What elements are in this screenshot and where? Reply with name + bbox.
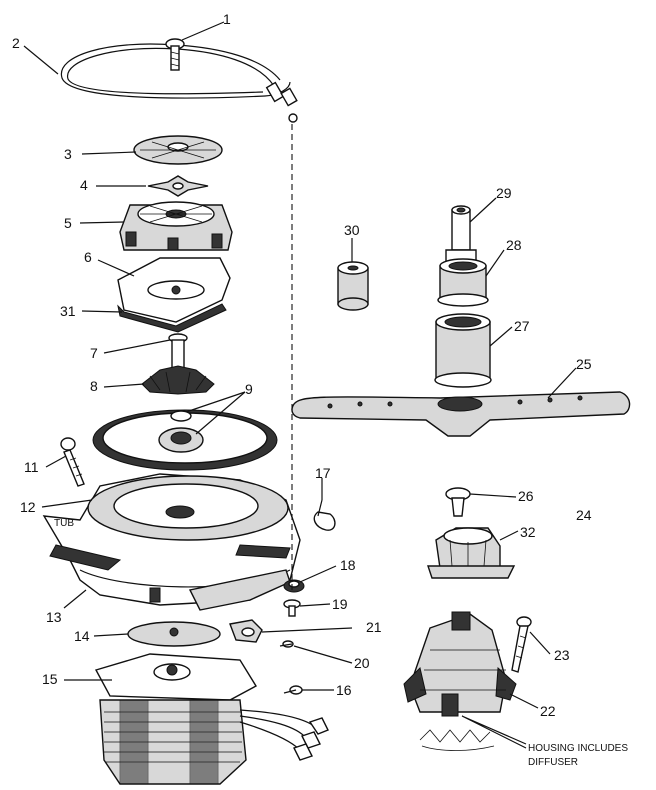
callout-26: 26 xyxy=(518,488,534,504)
callout-29: 29 xyxy=(496,185,512,201)
screw-small xyxy=(283,599,301,617)
callout-27: 27 xyxy=(514,318,530,334)
callout-13: 13 xyxy=(46,609,62,625)
callout-1: 1 xyxy=(223,11,231,27)
tub-label: TUB xyxy=(54,518,74,529)
callout-20: 20 xyxy=(354,655,370,671)
spray-arm-tube xyxy=(445,205,477,265)
callout-2: 2 xyxy=(12,35,20,51)
callout-23: 23 xyxy=(554,647,570,663)
callout-numbers: 1 2 3 4 5 6 31 7 8 9 11 12 TUB 13 14 15 … xyxy=(12,11,628,768)
bushing xyxy=(337,261,369,311)
housing-note-line2: DIFFUSER xyxy=(528,757,578,768)
pump-seal-ring xyxy=(92,409,278,471)
pump-impeller xyxy=(141,339,215,395)
callout-32: 32 xyxy=(520,524,536,540)
mounting-bolt xyxy=(60,437,85,487)
callout-3: 3 xyxy=(64,146,72,162)
callout-11: 11 xyxy=(24,459,39,475)
callout-4: 4 xyxy=(80,177,88,193)
motor-seal-plate xyxy=(127,621,221,647)
callout-12: 12 xyxy=(20,499,36,515)
housing-bolt xyxy=(511,616,532,673)
callout-14: 14 xyxy=(74,628,90,644)
pump-housing-lower xyxy=(403,611,517,751)
lower-spray-arm xyxy=(291,391,631,437)
housing-note-line1: HOUSING INCLUDES xyxy=(528,743,628,754)
pump-gasket xyxy=(117,303,227,333)
callout-16: 16 xyxy=(336,682,352,698)
diffuser-filter xyxy=(427,527,516,579)
spray-arm-nut xyxy=(445,487,471,517)
callout-31: 31 xyxy=(60,303,76,319)
screw-16 xyxy=(283,685,303,695)
filter-housing xyxy=(119,201,233,251)
leader-lines xyxy=(23,21,577,749)
spray-arm-bearing xyxy=(437,258,489,307)
callout-17: 17 xyxy=(315,465,331,481)
callout-6: 6 xyxy=(84,249,92,265)
callout-21: 21 xyxy=(366,619,382,635)
callout-18: 18 xyxy=(340,557,356,573)
callout-30: 30 xyxy=(344,222,360,238)
callout-8: 8 xyxy=(90,378,98,394)
pump-housing xyxy=(42,473,301,611)
screw-20 xyxy=(279,640,294,648)
callout-7: 7 xyxy=(90,345,98,361)
pump-motor xyxy=(94,653,329,785)
motor-bracket xyxy=(229,619,263,643)
chopper-blade xyxy=(147,175,209,197)
pump-plate xyxy=(117,257,231,323)
callout-28: 28 xyxy=(506,237,522,253)
callout-15: 15 xyxy=(42,671,58,687)
callout-24: 24 xyxy=(576,507,592,523)
hose-clamp-screw xyxy=(165,38,185,71)
drain-hose xyxy=(60,43,298,123)
wire-clip xyxy=(313,499,336,531)
callout-22: 22 xyxy=(540,703,556,719)
callout-19: 19 xyxy=(332,596,348,612)
chopper-cover xyxy=(133,135,223,165)
callout-5: 5 xyxy=(64,215,72,231)
callout-9: 9 xyxy=(245,381,253,397)
spray-arm-support xyxy=(434,313,492,388)
callout-25: 25 xyxy=(576,356,592,372)
